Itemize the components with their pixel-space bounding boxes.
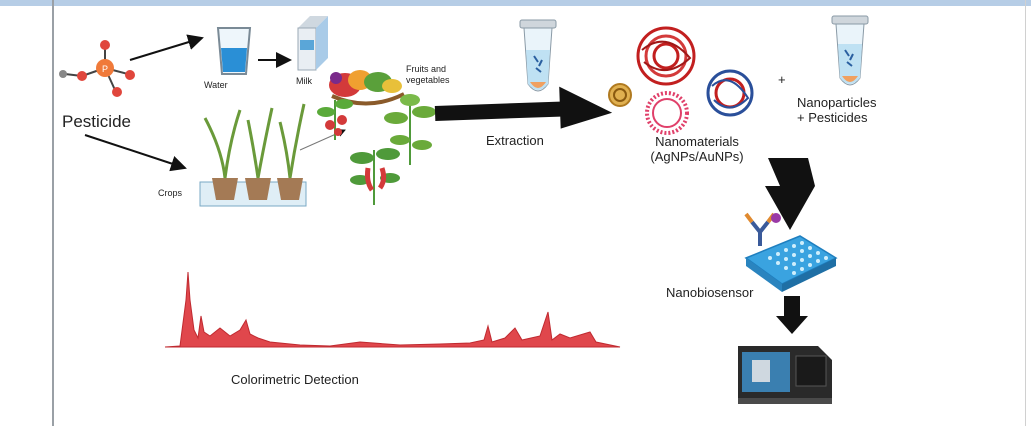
tomato-plant-icon (317, 94, 436, 165)
nanoparticle-tube-icon (831, 15, 869, 86)
nanomaterial-cluster-icon (608, 26, 754, 135)
microplate-icon (744, 235, 838, 292)
milk-label: Milk (296, 76, 312, 86)
nanoparticles-label-line1: Nanoparticles (797, 95, 877, 110)
svg-text:P: P (102, 64, 108, 74)
extraction-tube-icon (519, 19, 557, 92)
extraction-label: Extraction (486, 133, 544, 148)
top-ruler-bar (0, 0, 1031, 6)
pesticide-molecule-icon: P (59, 40, 135, 97)
water-glass-icon (216, 27, 252, 75)
pesticide-label: Pesticide (62, 112, 131, 131)
crops-label: Crops (158, 188, 183, 198)
milk-carton-icon (297, 16, 328, 71)
nanomaterials-label-line2: (AgNPs/AuNPs) (650, 149, 744, 164)
left-margin-line (52, 0, 54, 426)
water-label: Water (204, 80, 228, 90)
nanomaterials-label-line1: Nanomaterials (655, 134, 739, 149)
colorimetric-label: Colorimetric Detection (231, 372, 359, 387)
down-arrow-2 (776, 296, 808, 334)
pepper-plant-icon (350, 148, 400, 205)
fruits-label-line1: Fruits and (406, 64, 447, 74)
detection-instrument-icon (738, 346, 832, 404)
spectrum-plot (164, 271, 621, 348)
arrow-to-crops (84, 134, 187, 172)
fruits-vegetables-icon (329, 70, 405, 106)
nanobiosensor-label: Nanobiosensor (666, 285, 754, 300)
nanoparticles-label-line2: + Pesticides (797, 110, 868, 125)
right-margin-line (1025, 0, 1026, 426)
crops-plants-icon (199, 103, 346, 207)
arrow-to-water (129, 34, 204, 61)
plus-sign: + (778, 72, 786, 87)
fruits-label-line2: vegetables (406, 75, 450, 85)
antibody-icon (744, 212, 781, 246)
down-arrow-1 (765, 158, 815, 230)
extraction-arrow (434, 86, 613, 129)
